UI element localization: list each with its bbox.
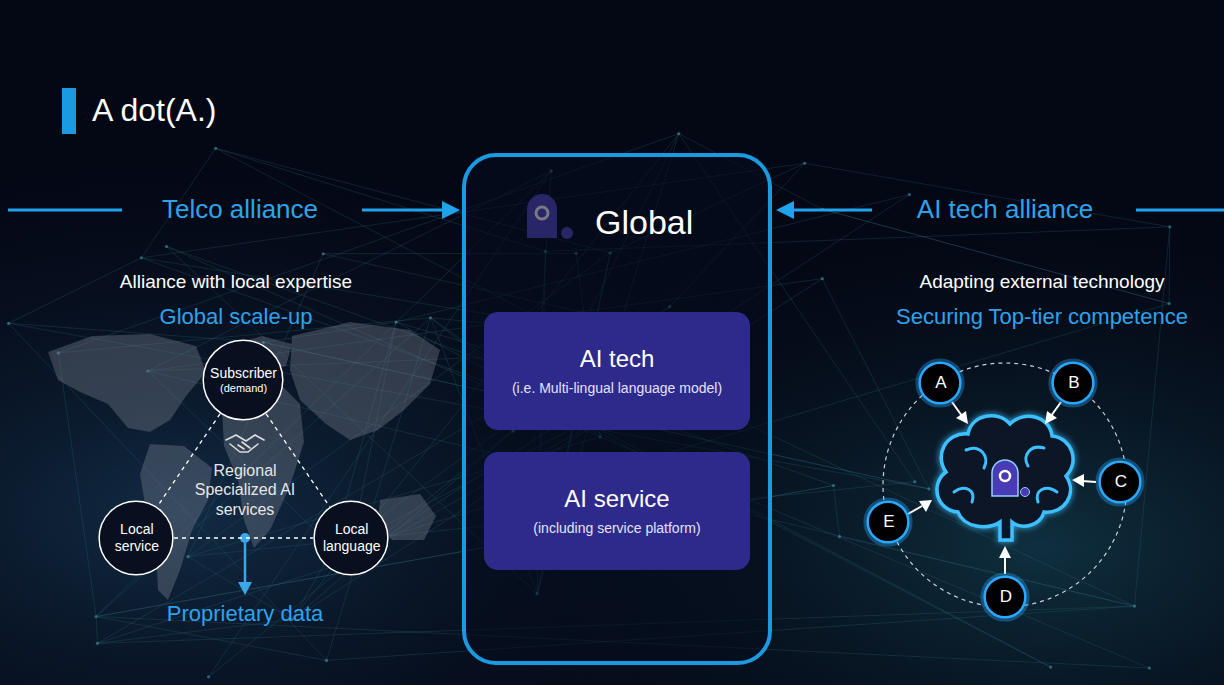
box-text: AI service (including service platform) bbox=[533, 485, 700, 537]
panel-heading: Global bbox=[595, 202, 693, 243]
circle-text: B bbox=[1067, 373, 1080, 393]
circle-text: Local language bbox=[322, 521, 381, 555]
circle-shape bbox=[203, 340, 283, 420]
slide-title: A dot(A.) bbox=[92, 91, 217, 129]
service-box: AI service (including service platform) bbox=[484, 452, 750, 570]
network-dot bbox=[7, 322, 10, 325]
network-lines bbox=[7, 132, 1171, 678]
circle-text: Local service bbox=[114, 521, 160, 555]
circle-glow bbox=[919, 362, 960, 403]
network-line bbox=[833, 485, 839, 536]
network-line bbox=[96, 617, 97, 644]
node-heading: D bbox=[1000, 587, 1012, 607]
network-dot bbox=[838, 535, 841, 538]
box-text: AI tech (i.e. Multi-lingual language mode… bbox=[512, 345, 722, 397]
circle-text: C bbox=[1114, 472, 1128, 492]
text-label: Proprietary data bbox=[167, 601, 324, 627]
circle-glow bbox=[1099, 461, 1140, 502]
network-line bbox=[1169, 227, 1171, 304]
text-label: Telco alliance bbox=[162, 194, 318, 225]
topic-circle: Local language bbox=[313, 500, 389, 576]
label-wrap: AI tech alliance bbox=[917, 194, 1093, 225]
circle-text: Subscriber(demand) bbox=[210, 365, 278, 395]
letter-circle: D bbox=[984, 576, 1026, 618]
node-subtext: (demand) bbox=[220, 382, 267, 395]
circle-shape bbox=[99, 501, 173, 575]
text-label: Adapting external technology bbox=[919, 271, 1164, 294]
network-dot bbox=[913, 480, 916, 483]
node-heading: AI tech bbox=[580, 345, 655, 374]
circle-shape bbox=[985, 577, 1026, 618]
text-label: Regional Specialized AI services bbox=[183, 461, 307, 519]
node-heading: Global bbox=[595, 202, 693, 243]
input-arrows bbox=[908, 402, 1096, 574]
network-dot bbox=[1049, 666, 1052, 669]
dashed-connector bbox=[174, 537, 313, 538]
world-map bbox=[48, 322, 440, 600]
text-label: AI tech alliance bbox=[917, 194, 1093, 225]
network-dot bbox=[908, 193, 911, 196]
proprietary-arrow bbox=[238, 543, 252, 595]
label-wrap: Regional Specialized AI services bbox=[183, 461, 307, 519]
node-heading: B bbox=[1068, 373, 1079, 393]
node-heading: Subscriber bbox=[210, 365, 277, 382]
network-line bbox=[9, 323, 327, 660]
text-label: Global scale-up bbox=[160, 304, 313, 330]
label-wrap: Alliance with local expertise bbox=[120, 271, 352, 294]
circle-glow bbox=[1052, 362, 1093, 403]
node-heading: A bbox=[935, 373, 946, 393]
circle-glow bbox=[867, 501, 908, 542]
dashed-ring bbox=[883, 363, 1127, 607]
title-bar bbox=[62, 88, 76, 134]
circle-glow bbox=[984, 576, 1025, 617]
letter-circle: E bbox=[867, 501, 909, 543]
node-heading: E bbox=[883, 512, 894, 532]
label-wrap: Securing Top-tier competence bbox=[896, 304, 1188, 330]
label-wrap: Global scale-up bbox=[160, 304, 313, 330]
letter-circle: A bbox=[919, 362, 961, 404]
node-heading: Local service bbox=[114, 521, 160, 555]
network-dot bbox=[677, 132, 680, 135]
network-dot bbox=[322, 252, 325, 255]
circle-shape bbox=[1053, 363, 1094, 404]
network-line bbox=[805, 163, 1170, 227]
circle-text: A bbox=[934, 373, 947, 393]
text-label: Securing Top-tier competence bbox=[896, 304, 1188, 330]
network-dot bbox=[1148, 666, 1151, 669]
title-wrap: A dot(A.) bbox=[92, 91, 217, 129]
label-wrap: Telco alliance bbox=[162, 194, 318, 225]
network-dot bbox=[395, 320, 398, 323]
handshake-icon bbox=[226, 435, 264, 452]
label-wrap: Proprietary data bbox=[167, 601, 324, 627]
topic-circle: Subscriber(demand) bbox=[202, 339, 284, 421]
circle-text: D bbox=[999, 587, 1013, 607]
node-subtext: (i.e. Multi-lingual language model) bbox=[512, 380, 722, 397]
circle-shape bbox=[868, 502, 909, 543]
text-label: Alliance with local expertise bbox=[120, 271, 352, 294]
label-wrap: Adapting external technology bbox=[919, 271, 1164, 294]
node-heading: C bbox=[1115, 472, 1127, 492]
letter-circle: C bbox=[1099, 461, 1141, 503]
circle-text: E bbox=[882, 512, 895, 532]
circle-shape bbox=[1100, 462, 1141, 503]
brain-icon bbox=[937, 416, 1073, 540]
letter-circle: B bbox=[1052, 362, 1094, 404]
circle-shape bbox=[314, 501, 388, 575]
global-panel: Global AI tech (i.e. Multi-lingual languag… bbox=[462, 153, 772, 665]
topic-circle: Local service bbox=[98, 500, 174, 576]
node-heading: Local language bbox=[322, 521, 381, 555]
node-subtext: (including service platform) bbox=[533, 520, 700, 537]
circle-shape bbox=[920, 363, 961, 404]
service-box: AI tech (i.e. Multi-lingual language mode… bbox=[484, 312, 750, 430]
node-heading: AI service bbox=[564, 485, 669, 514]
network-dot bbox=[165, 245, 168, 248]
